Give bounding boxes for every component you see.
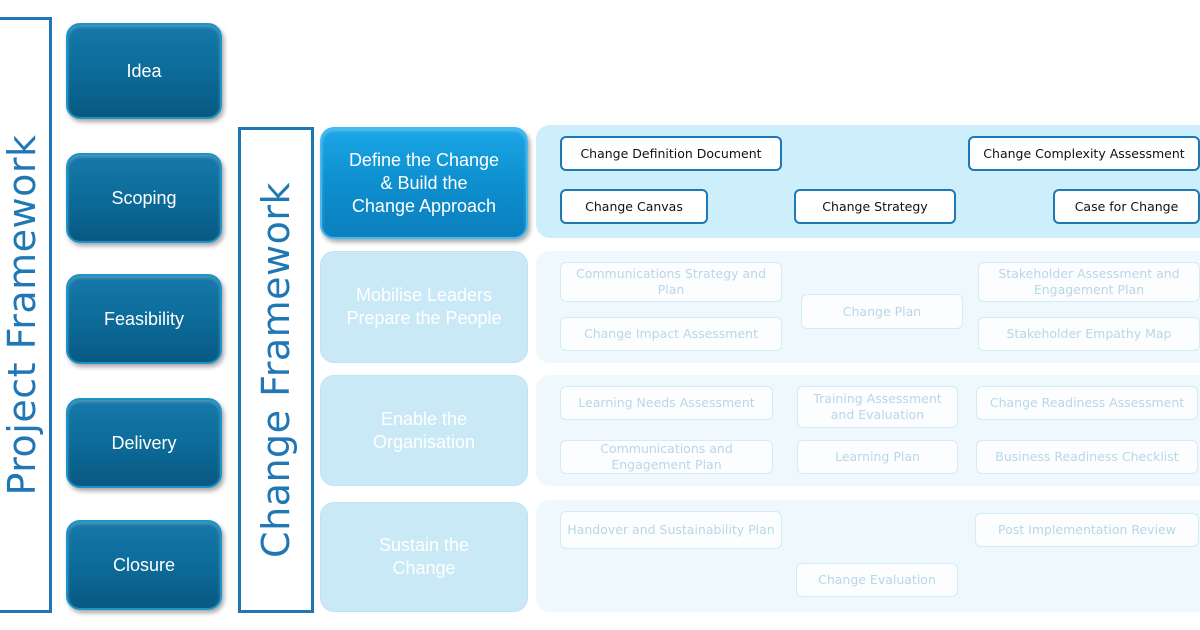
doc-post-implementation-review[interactable]: Post Implementation Review <box>975 513 1199 547</box>
project-framework-frame: Project Framework <box>0 17 52 613</box>
doc-stakeholder-assessment-engagement-plan[interactable]: Stakeholder Assessment and Engagement Pl… <box>978 262 1200 302</box>
doc-change-complexity-assessment[interactable]: Change Complexity Assessment <box>968 136 1200 171</box>
doc-change-plan[interactable]: Change Plan <box>801 294 963 329</box>
doc-change-definition-document[interactable]: Change Definition Document <box>560 136 782 171</box>
doc-learning-needs-assessment[interactable]: Learning Needs Assessment <box>560 386 773 420</box>
phase-label-line: Prepare the People <box>346 308 502 328</box>
phase-label-line: Change Approach <box>351 195 497 216</box>
doc-training-assessment-evaluation[interactable]: Training Assessment and Evaluation <box>797 386 958 428</box>
stage-scoping-button[interactable]: Scoping <box>66 153 222 243</box>
phase-sustain-change-button[interactable]: Sustain the Change <box>320 502 528 612</box>
doc-handover-sustainability-plan[interactable]: Handover and Sustainability Plan <box>560 511 782 549</box>
phase-mobilise-leaders-button[interactable]: Mobilise Leaders Prepare the People <box>320 251 528 363</box>
doc-change-readiness-assessment[interactable]: Change Readiness Assessment <box>976 386 1198 420</box>
doc-communications-engagement-plan[interactable]: Communications and Engagement Plan <box>560 440 773 474</box>
doc-stakeholder-empathy-map[interactable]: Stakeholder Empathy Map <box>978 317 1200 351</box>
phase-enable-organisation-button[interactable]: Enable the Organisation <box>320 375 528 486</box>
phase-label-line: Define the Change <box>348 149 500 170</box>
change-framework-title: Change Framework <box>254 182 298 558</box>
doc-communications-strategy-plan[interactable]: Communications Strategy and Plan <box>560 262 782 302</box>
stage-idea-button[interactable]: Idea <box>66 23 222 119</box>
doc-change-evaluation[interactable]: Change Evaluation <box>796 563 958 597</box>
phase-define-change-button[interactable]: Define the Change & Build the Change App… <box>320 127 528 239</box>
stage-feasibility-button[interactable]: Feasibility <box>66 274 222 364</box>
phase-label-line: Sustain the <box>378 535 470 555</box>
doc-change-strategy[interactable]: Change Strategy <box>794 189 956 224</box>
change-framework-frame: Change Framework <box>238 127 314 613</box>
phase-label-line: Organisation <box>372 431 476 452</box>
doc-business-readiness-checklist[interactable]: Business Readiness Checklist <box>976 440 1198 474</box>
project-framework-title: Project Framework <box>0 134 44 496</box>
stage-closure-button[interactable]: Closure <box>66 520 222 610</box>
stage-delivery-button[interactable]: Delivery <box>66 398 222 488</box>
phase-label-line: Enable the <box>380 408 468 429</box>
phase-label-line: Mobilise Leaders <box>355 285 493 305</box>
doc-case-for-change[interactable]: Case for Change <box>1053 189 1200 224</box>
doc-change-impact-assessment[interactable]: Change Impact Assessment <box>560 317 782 351</box>
doc-change-canvas[interactable]: Change Canvas <box>560 189 708 224</box>
phase-label-line: & Build the <box>380 172 468 193</box>
phase-label-line: Change <box>392 558 456 578</box>
doc-learning-plan[interactable]: Learning Plan <box>797 440 958 474</box>
